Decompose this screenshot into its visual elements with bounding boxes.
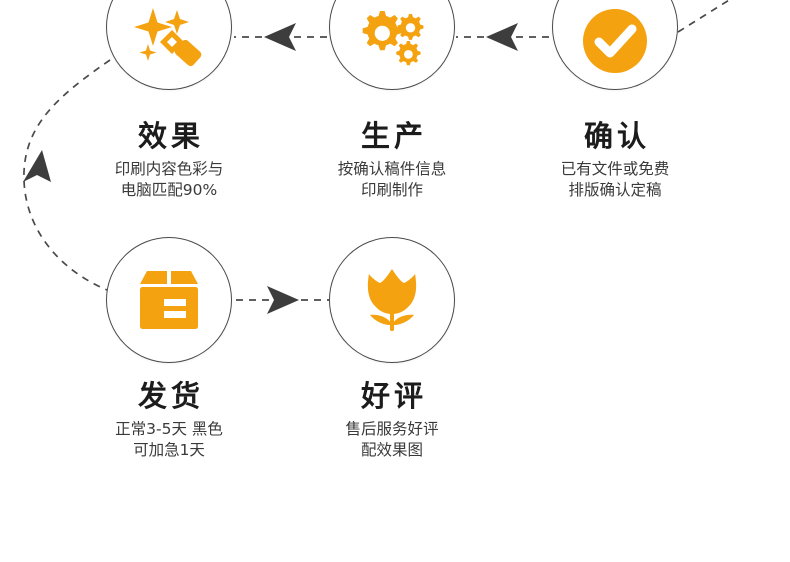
step-subtitle-confirm: 已有文件或免费 排版确认定稿 (505, 159, 725, 201)
step-label-effect: 效果 印刷内容色彩与 电脑匹配90% (59, 121, 279, 201)
step-label-confirm: 确认 已有文件或免费 排版确认定稿 (505, 121, 725, 201)
step-subtitle-effect: 印刷内容色彩与 电脑匹配90% (59, 159, 279, 201)
subtitle-line: 售后服务好评 (345, 420, 439, 439)
subtitle-line: 可加急1天 (133, 441, 205, 460)
step-title-effect: 效果 (137, 119, 204, 153)
arrow-confirm-to-production-head (486, 23, 518, 51)
step-subtitle-shipping: 正常3-5天 黑色 可加急1天 (59, 419, 279, 461)
step-circle-confirm[interactable] (552, 0, 678, 90)
circle-outline (106, 237, 232, 363)
subtitle-line: 排版确认定稿 (568, 181, 662, 200)
subtitle-line: 印刷内容色彩与 (114, 160, 224, 179)
step-title-review: 好评 (360, 379, 427, 413)
step-circle-effect[interactable] (106, 0, 232, 90)
sparkle-wand-icon (106, 0, 232, 90)
check-circle-icon (552, 0, 678, 90)
package-box-icon (106, 237, 232, 363)
step-label-review: 好评 售后服务好评 配效果图 (282, 381, 502, 461)
subtitle-line: 按确认稿件信息 (337, 160, 447, 179)
arrow-incoming-top-right (677, 0, 731, 33)
step-subtitle-review: 售后服务好评 配效果图 (282, 419, 502, 461)
step-subtitle-production: 按确认稿件信息 印刷制作 (282, 159, 502, 201)
arrow-effect-to-shipping-head (23, 150, 51, 182)
arrow-shipping-to-review-head (267, 286, 299, 314)
step-circle-production[interactable] (329, 0, 455, 90)
step-circle-shipping[interactable] (106, 237, 232, 363)
subtitle-line: 配效果图 (360, 441, 423, 460)
step-title-production: 生产 (360, 119, 427, 153)
subtitle-line: 印刷制作 (360, 181, 423, 200)
step-title-confirm: 确认 (583, 119, 650, 153)
step-label-shipping: 发货 正常3-5天 黑色 可加急1天 (59, 381, 279, 461)
tulip-flower-icon (329, 237, 455, 363)
subtitle-line: 电脑匹配90% (120, 181, 218, 200)
subtitle-line: 正常3-5天 黑色 (115, 420, 223, 439)
gears-icon (329, 0, 455, 90)
step-circle-review[interactable] (329, 237, 455, 363)
arrow-production-to-effect-head (264, 23, 296, 51)
step-label-production: 生产 按确认稿件信息 印刷制作 (282, 121, 502, 201)
subtitle-line: 已有文件或免费 (560, 160, 670, 179)
step-title-shipping: 发货 (137, 379, 204, 413)
